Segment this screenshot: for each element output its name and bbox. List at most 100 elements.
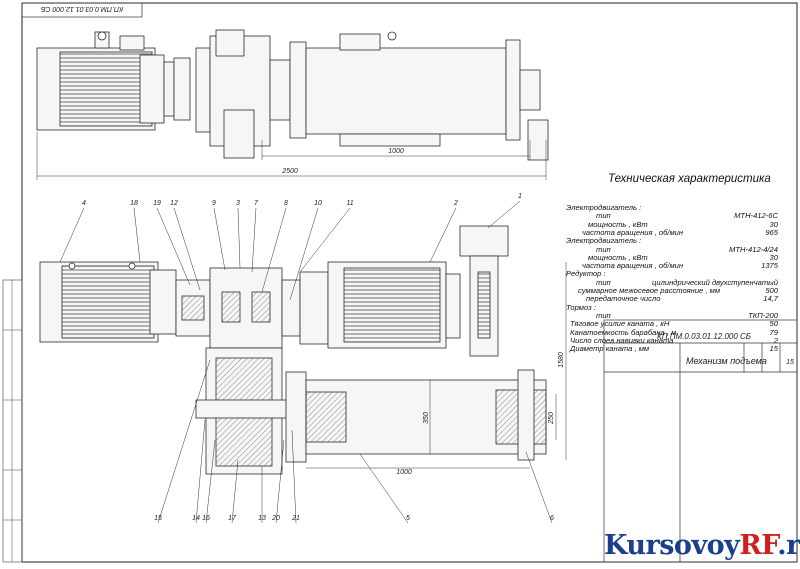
title-block xyxy=(603,319,798,563)
leader-line xyxy=(289,207,319,301)
spec-row: Канатоемкость барабана , м 79 xyxy=(566,328,778,338)
rotated-code: КП.ПМ.0.03.01.12.000 СБ xyxy=(40,5,123,12)
leader-line xyxy=(231,459,239,524)
leader-line xyxy=(157,359,211,524)
spec-value: 965 xyxy=(765,227,778,237)
spec-key: Канатоемкость барабана , м xyxy=(570,327,677,337)
spec-key: мощность , кВт xyxy=(588,219,648,229)
spec-row: Электродвигатель : xyxy=(566,203,778,213)
position-label: 9 xyxy=(212,200,216,207)
leader-line xyxy=(156,207,191,286)
stamp-sheet: 15 xyxy=(786,359,794,366)
spec-value: 79 xyxy=(769,327,778,337)
leader-line xyxy=(291,429,297,524)
spec-key: Электродвигатель : xyxy=(566,236,642,246)
position-label: 5 xyxy=(406,515,410,522)
spec-value: 30 xyxy=(769,219,778,229)
top-view xyxy=(36,29,549,161)
leader-line xyxy=(251,207,257,273)
spec-value: 30 xyxy=(769,252,778,262)
position-label: 3 xyxy=(236,200,240,207)
position-label: 21 xyxy=(291,515,300,522)
leader-line xyxy=(429,207,457,263)
leader-line xyxy=(205,439,216,524)
spec-value: 50 xyxy=(769,319,778,329)
spec-key: тип xyxy=(596,211,611,221)
dim-top-2: 2500 xyxy=(281,168,298,175)
leader-line xyxy=(59,207,85,263)
spec-value: 2 xyxy=(773,335,778,345)
position-label: 14 xyxy=(192,515,200,522)
spec-value: ТКП-200 xyxy=(748,310,778,320)
position-label: 18 xyxy=(130,200,138,207)
spec-row: частота вращения , об/мин 1375 xyxy=(566,261,778,271)
position-label: 17 xyxy=(228,515,237,522)
spec-row: Тормоз : xyxy=(566,303,778,313)
spec-key: Тормоз : xyxy=(566,302,596,312)
watermark-part2: RF xyxy=(739,530,778,561)
dim-drum: 350 xyxy=(423,412,430,424)
leader-line xyxy=(275,439,285,524)
position-label: 7 xyxy=(254,200,259,207)
plan-view xyxy=(39,225,547,475)
watermark-part1: Kursovoy xyxy=(604,530,740,561)
spec-key: тип xyxy=(596,310,611,320)
spec-key: Диаметр каната , мм xyxy=(570,344,650,354)
dim-height: 1580 xyxy=(558,352,565,368)
code-box xyxy=(21,2,143,18)
position-label: 1 xyxy=(518,193,522,200)
spec-key: мощность , кВт xyxy=(588,252,648,262)
leader-line xyxy=(237,207,241,269)
spec-key: частота вращения , об/мин xyxy=(582,261,684,271)
stamp-title: Механизм подъема xyxy=(686,356,767,366)
stamp-code: КП.ПМ.0.03.01.12.000 СБ xyxy=(657,332,751,341)
leader-line xyxy=(133,207,141,263)
spec-row: мощность , кВт 30 xyxy=(566,220,778,230)
spec-key: Редуктор : xyxy=(566,269,606,279)
watermark-part3: .ru xyxy=(777,530,800,561)
spec-key: Электродвигатель : xyxy=(566,203,642,212)
spec-value: 14,7 xyxy=(763,294,778,304)
spec-row: Электродвигатель : xyxy=(566,236,778,246)
reducer xyxy=(209,267,283,349)
position-label: 4 xyxy=(82,200,86,207)
spec-row: Редуктор : xyxy=(566,269,778,279)
position-label: 15 xyxy=(154,515,162,522)
dim-drum-2: 250 xyxy=(548,412,555,425)
spec-key: Тяговое усилие каната , кН xyxy=(570,319,670,329)
spec-value: 15 xyxy=(769,344,778,354)
spec-value: МТН-412-4/24 xyxy=(729,244,778,254)
leader-line xyxy=(359,453,409,524)
position-label: 6 xyxy=(550,515,554,522)
leader-line xyxy=(173,207,201,291)
spec-value: 1375 xyxy=(761,261,778,271)
spec-value: 500 xyxy=(765,286,778,295)
position-label: 13 xyxy=(258,515,266,522)
position-label: 16 xyxy=(202,515,210,522)
position-label: 2 xyxy=(453,200,458,207)
spec-row: передаточное число 14,7 xyxy=(566,294,778,304)
position-label: 19 xyxy=(153,200,161,207)
spec-title: Техническая характеристика xyxy=(608,173,771,185)
spec-row: мощность , кВт 30 xyxy=(566,253,778,263)
spec-key: передаточное число xyxy=(586,294,661,304)
leader-line xyxy=(261,207,287,293)
spec-row: Тяговое усилие каната , кН 50 xyxy=(566,319,778,329)
leader-line xyxy=(213,207,226,271)
plan-dimensions xyxy=(306,262,567,469)
top-dimensions xyxy=(36,132,547,180)
leader-line xyxy=(487,200,521,229)
side-stamp xyxy=(2,279,23,563)
spec-value: цилиндрический двухступенчатый xyxy=(652,277,778,287)
position-label: 10 xyxy=(314,200,322,207)
spec-value: МТН-412-6С xyxy=(734,211,778,221)
dim-bottom: 1000 xyxy=(396,469,412,476)
